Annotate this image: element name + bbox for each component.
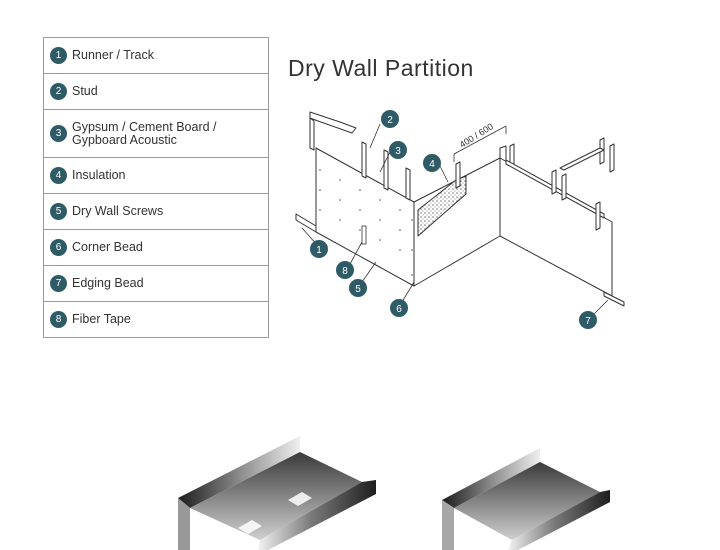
legend-item-fiber-tape: 8 Fiber Tape — [44, 302, 268, 338]
dimension-marker — [453, 125, 507, 162]
callout-markers: 1 2 3 4 5 6 7 — [301, 110, 609, 329]
svg-text:6: 6 — [396, 304, 402, 315]
legend-label: Runner / Track — [72, 48, 154, 62]
svg-text:7: 7 — [585, 316, 591, 327]
legend-label: Corner Bead — [72, 240, 143, 254]
runner-track-profile-image — [178, 436, 376, 550]
legend-label: Fiber Tape — [72, 312, 131, 326]
legend-number-badge: 4 — [50, 167, 67, 184]
callout-3: 3 — [379, 141, 407, 173]
legend-item-edging-bead: 7 Edging Bead — [44, 266, 268, 302]
callout-4: 4 — [423, 154, 449, 183]
legend-number-badge: 8 — [50, 311, 67, 328]
legend-label: Stud — [72, 84, 98, 98]
legend-label: Edging Bead — [72, 276, 144, 290]
callout-7: 7 — [579, 299, 609, 329]
screw-dots — [319, 169, 413, 276]
legend-label: Dry Wall Screws — [72, 204, 164, 218]
insulation — [417, 175, 467, 237]
legend-number-badge: 1 — [50, 47, 67, 64]
partition-walls — [295, 111, 625, 307]
svg-text:5: 5 — [355, 284, 361, 295]
callout-2: 2 — [369, 110, 399, 149]
legend-number-badge: 6 — [50, 239, 67, 256]
legend-item-board: 3 Gypsum / Cement Board / Gypboard Acous… — [44, 110, 268, 158]
svg-text:1: 1 — [316, 245, 322, 256]
svg-text:2: 2 — [387, 115, 393, 126]
stud-profile-image — [442, 448, 610, 550]
callout-5: 5 — [349, 261, 377, 297]
fiber-tape-strip — [361, 225, 367, 245]
legend-item-corner-bead: 6 Corner Bead — [44, 230, 268, 266]
dimension-label: 400 / 600 — [458, 121, 495, 149]
legend-item-stud: 2 Stud — [44, 74, 268, 110]
svg-text:4: 4 — [429, 159, 435, 170]
legend-item-runner: 1 Runner / Track — [44, 38, 268, 74]
svg-text:8: 8 — [342, 266, 348, 277]
page-title: Dry Wall Partition — [288, 55, 474, 81]
legend-label: Insulation — [72, 168, 126, 182]
callout-6: 6 — [390, 281, 415, 317]
callout-1: 1 — [301, 227, 328, 258]
legend-number-badge: 3 — [50, 125, 67, 142]
legend-label: Gypsum / Cement Board / Gypboard Acousti… — [72, 119, 217, 147]
legend-item-insulation: 4 Insulation — [44, 158, 268, 194]
legend-number-badge: 7 — [50, 275, 67, 292]
legend-item-screws: 5 Dry Wall Screws — [44, 194, 268, 230]
svg-text:3: 3 — [395, 146, 401, 157]
legend-table: 1 Runner / Track 2 Stud 3 Gypsum / Cemen… — [43, 37, 269, 338]
callout-8: 8 — [336, 241, 363, 279]
legend-number-badge: 5 — [50, 203, 67, 220]
legend-number-badge: 2 — [50, 83, 67, 100]
